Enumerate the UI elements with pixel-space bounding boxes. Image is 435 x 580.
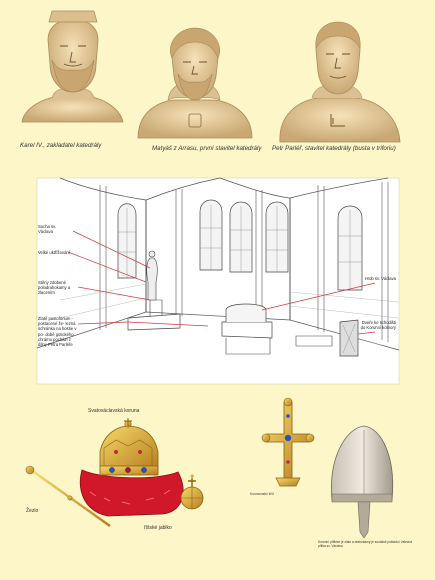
label-socha-sv-vaclava: Socha sv. Václava xyxy=(38,224,57,235)
cross-caption: Korunovační kříž xyxy=(250,492,274,496)
crown-illustration xyxy=(25,418,204,527)
sceptre-label: Žezlo xyxy=(26,508,39,514)
chapel-illustration xyxy=(36,177,400,385)
orb-label: říšské jablko xyxy=(144,525,172,531)
bust-caption-petr-parler: Petr Parléř, stavitel katedrály (busta v… xyxy=(272,145,396,152)
cross-illustration xyxy=(261,397,315,487)
helmet-caption: Korunní přilbice je zlato a drahokamy je… xyxy=(318,540,413,548)
bust-caption-karel-iv: Karel IV., zakladatel katedrály xyxy=(20,142,102,149)
bust-petr-parler xyxy=(279,21,401,143)
bust-matyas-z-arrasu xyxy=(137,27,253,139)
crown-title: Svatováclavská koruna xyxy=(88,408,140,414)
label-zlate-pastoforium: Zlatě pastoforium - postacené že- lezná … xyxy=(38,316,77,348)
label-velke-ukrizovani: Velké uktřížování xyxy=(38,250,70,255)
bust-karel-iv xyxy=(21,10,124,123)
label-steny-zdobene: Stěny zdobené polodrahokamy a zlacením xyxy=(38,280,71,296)
helmet-illustration xyxy=(331,425,394,539)
bust-caption-matyas-z-arrasu: Matyáš z Arrasu, první stavitel katedrál… xyxy=(152,145,262,152)
label-dvere-ke-schodisti: Dveře ke schodišti do Korunní komory xyxy=(360,320,396,331)
label-hrob-sv-vaclava: Hrob sv. Václava xyxy=(364,276,396,281)
